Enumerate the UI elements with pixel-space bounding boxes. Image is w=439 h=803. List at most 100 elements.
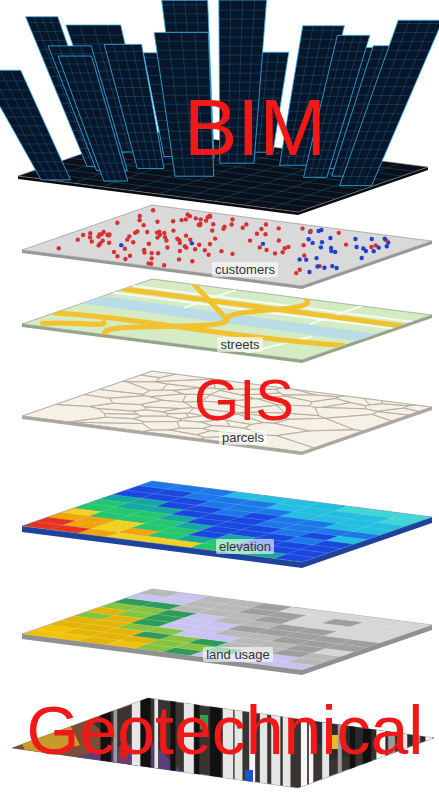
- customer-dot: [315, 264, 319, 268]
- customer-dot: [301, 243, 305, 247]
- customer-dot: [353, 237, 357, 241]
- customer-dot: [222, 225, 226, 229]
- building: [340, 20, 439, 185]
- customer-dot: [171, 219, 175, 223]
- customer-dot: [162, 263, 166, 267]
- customer-dot: [320, 240, 324, 244]
- parcel-outline: [99, 393, 167, 407]
- customer-dot: [88, 235, 92, 239]
- customer-dot: [158, 233, 162, 237]
- customer-dot: [294, 271, 298, 275]
- building: [0, 70, 70, 180]
- building: [58, 56, 128, 181]
- customer-dot: [203, 248, 207, 252]
- customer-dot: [137, 218, 141, 222]
- customer-dot: [178, 241, 182, 245]
- customer-dot: [307, 270, 311, 274]
- customer-dot: [112, 250, 116, 254]
- parcel-outline: [143, 428, 213, 439]
- parcel-outline: [376, 406, 421, 415]
- building-wireframe: [168, 32, 185, 176]
- building-wireframe: [132, 44, 157, 168]
- customer-dot: [115, 254, 119, 258]
- building-wireframe: [348, 20, 410, 185]
- customer-dot: [210, 228, 214, 232]
- customer-dot: [194, 216, 198, 220]
- customer-dot: [190, 259, 194, 263]
- customer-dot: [88, 231, 92, 235]
- customer-dot: [204, 218, 208, 222]
- customer-dot: [208, 242, 212, 246]
- layer-face: [22, 589, 432, 670]
- parcel-outline: [88, 400, 156, 413]
- customer-dot: [147, 242, 151, 246]
- customer-dot: [263, 232, 267, 236]
- customer-dot: [197, 243, 201, 247]
- parcel-outline: [122, 375, 165, 384]
- land-cell: [391, 621, 432, 629]
- layer-label: land usage: [203, 647, 273, 662]
- customer-dot: [360, 256, 364, 260]
- building-wireframe: [123, 44, 151, 168]
- streets-layer-content: [22, 279, 432, 360]
- building-wireframe: [0, 89, 30, 90]
- customer-dot: [100, 239, 104, 243]
- customer-dot: [241, 226, 245, 230]
- geotechnical-content: [12, 691, 433, 803]
- customer-dot: [354, 245, 358, 249]
- building-wireframe: [397, 23, 439, 24]
- customer-dot: [199, 217, 203, 221]
- parcel-outline: [137, 388, 188, 399]
- customer-dot: [128, 254, 132, 258]
- geotechnical-layer: [12, 691, 434, 803]
- building-face: [340, 20, 439, 185]
- building-wireframe: [0, 70, 49, 180]
- parcels-layer-content: [22, 371, 432, 452]
- customers-layer: [22, 205, 432, 289]
- main-road: [55, 310, 344, 349]
- customer-dot: [208, 214, 212, 218]
- customer-dot: [155, 220, 159, 224]
- building-wireframe: [356, 20, 421, 185]
- layer-group-title: BIM: [184, 88, 326, 168]
- parcel-outline: [130, 414, 187, 425]
- customer-dot: [283, 246, 287, 250]
- customer-dot: [385, 244, 389, 248]
- customer-dot: [261, 242, 265, 246]
- customer-dot: [141, 223, 145, 227]
- main-road: [129, 284, 292, 319]
- customer-dot: [304, 258, 308, 262]
- customer-dot: [90, 239, 94, 243]
- customer-dot: [230, 252, 234, 256]
- customer-dot: [150, 256, 154, 260]
- parcel-outline: [351, 398, 389, 406]
- customer-dot: [302, 253, 306, 257]
- customer-dot: [337, 231, 341, 235]
- customer-dot: [145, 230, 149, 234]
- layer-face: [22, 279, 432, 360]
- elevation-cell: [391, 513, 432, 521]
- building-wireframe: [0, 70, 56, 180]
- customer-dot: [264, 248, 268, 252]
- customer-dot: [344, 242, 348, 246]
- parcel-outline: [97, 411, 144, 420]
- layer-group-title: Geotechnical: [27, 696, 424, 764]
- customer-dot: [76, 237, 80, 241]
- layer-group-title: GIS: [194, 371, 294, 429]
- customer-dot: [208, 214, 212, 218]
- customer-dot: [184, 217, 188, 221]
- customer-dot: [107, 241, 111, 245]
- city-model: [0, 0, 439, 186]
- customer-dot: [258, 245, 262, 249]
- customer-dot: [183, 244, 187, 248]
- customer-dot: [151, 208, 155, 212]
- customer-dot: [255, 232, 259, 236]
- elevation-layer: [22, 481, 433, 568]
- customer-dot: [322, 266, 326, 270]
- customer-dot: [264, 222, 268, 226]
- building-face: [0, 70, 70, 180]
- elevation-layer-content: [22, 481, 432, 562]
- layer-face: [22, 371, 432, 452]
- customer-dot: [300, 226, 304, 230]
